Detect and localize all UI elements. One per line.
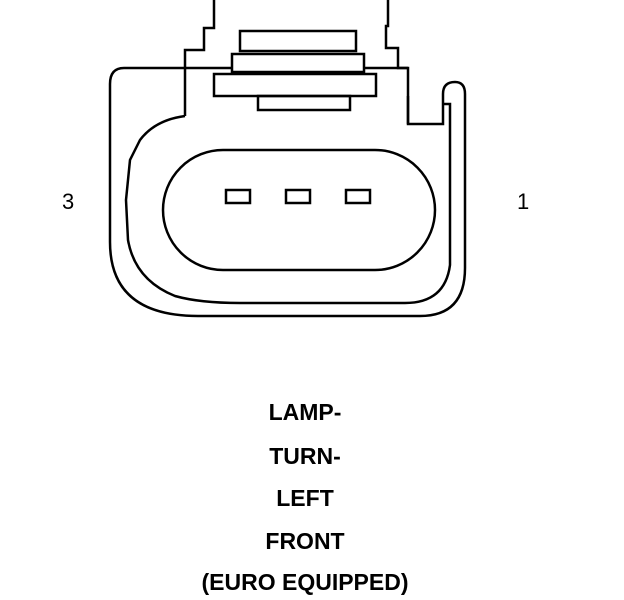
pin-number-label-right: 1 (517, 189, 530, 214)
caption-line: FRONT (265, 528, 345, 554)
terminal-pin-3 (224, 188, 252, 205)
latch-side-walls (183, 68, 410, 124)
caption-line: (EURO EQUIPPED) (201, 569, 409, 595)
caption-line: TURN- (269, 443, 341, 469)
caption-line: LAMP- (268, 399, 342, 425)
latch-key-tab (256, 94, 352, 112)
terminal-pin-1 (344, 188, 372, 205)
terminal-pin-2 (284, 188, 312, 205)
connector-face-drawing (108, 0, 467, 318)
latch-top-tab (108, 0, 467, 318)
housing-inner-outline (124, 102, 452, 305)
latch-middle-bar (230, 52, 366, 74)
pin-number-label-left: 3 (62, 189, 75, 214)
terminal-cavity-oval (161, 148, 437, 272)
latch-lower-bar (212, 72, 378, 98)
connector-latch (108, 0, 467, 318)
latch-upper-bar (238, 29, 358, 53)
caption-line: LEFT (276, 485, 334, 511)
